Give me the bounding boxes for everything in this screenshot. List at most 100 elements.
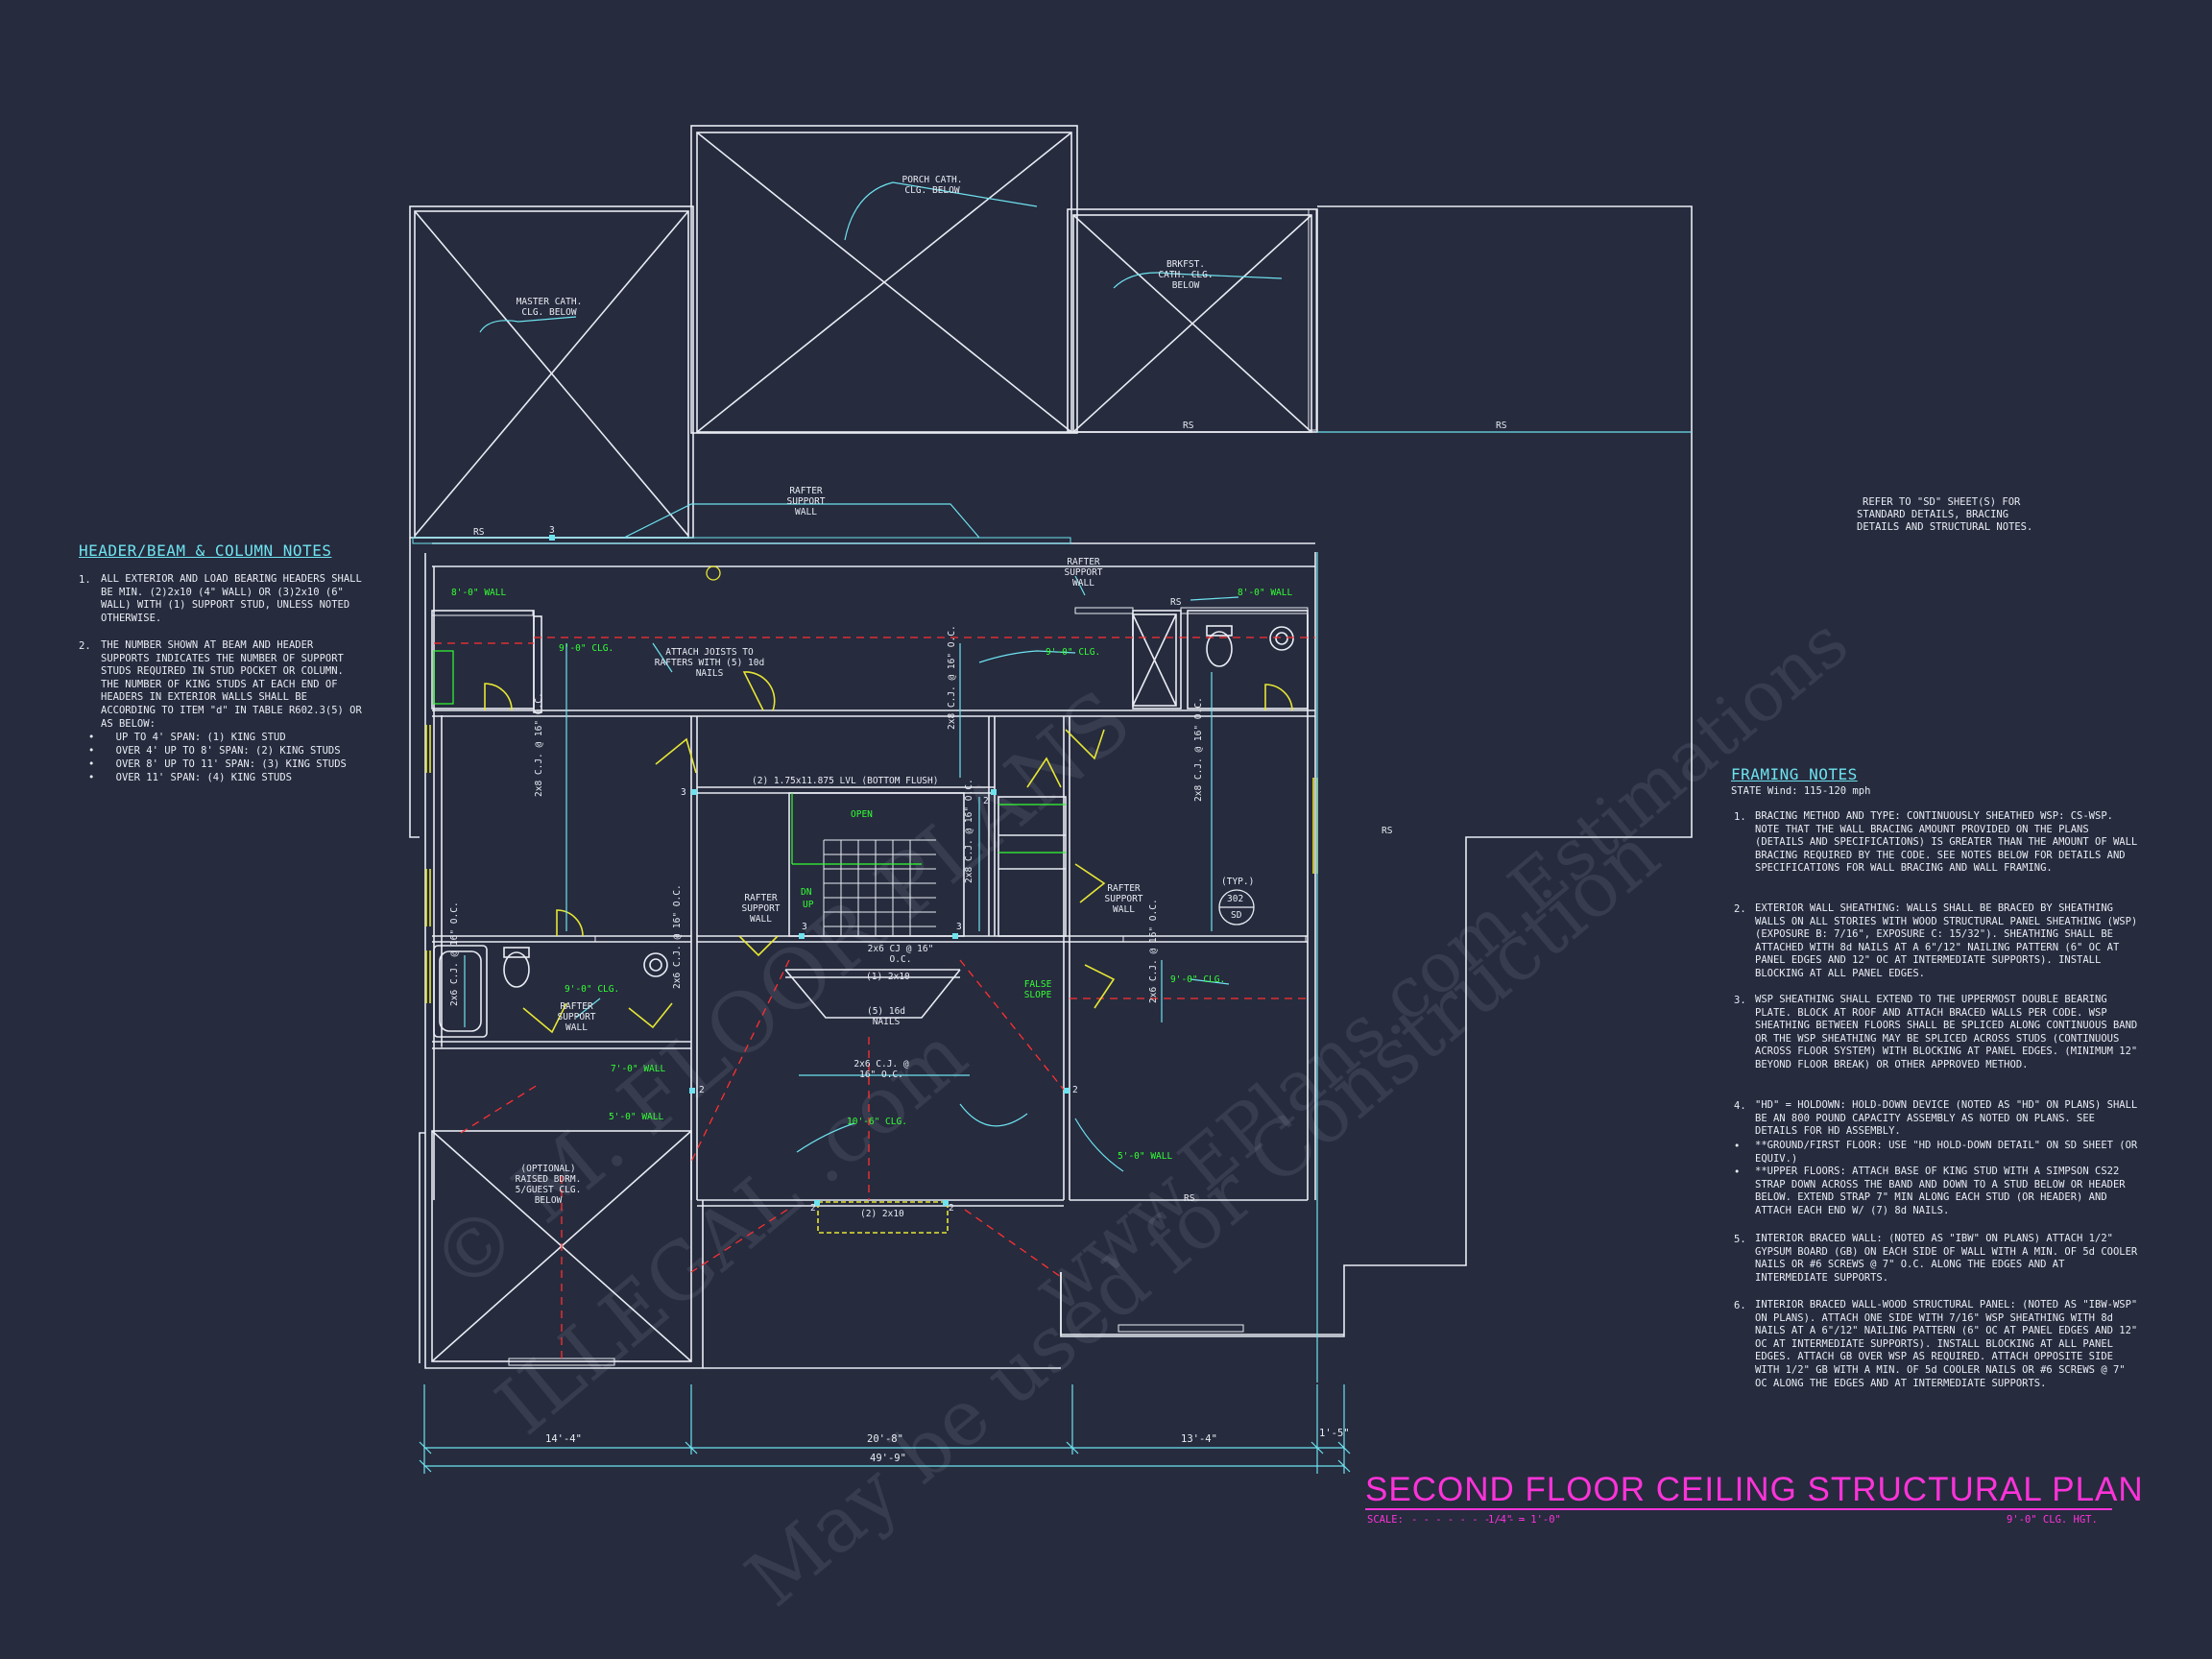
framing-notes-subtitle: STATE Wind: 115-120 mph bbox=[1731, 785, 1871, 797]
rs-label-4: RS bbox=[1170, 597, 1182, 608]
dim-total: 49'-9" bbox=[870, 1453, 906, 1464]
wall-5-left: 5'-0" WALL bbox=[609, 1112, 664, 1122]
plan-title: SECOND FLOOR CEILING STRUCTURAL PLAN bbox=[1365, 1471, 2144, 1508]
header-2-2x10: (2) 2x10 bbox=[860, 1209, 904, 1219]
stud-count-6: 2 bbox=[699, 1085, 705, 1095]
header-note-2-number: 2. bbox=[79, 640, 91, 652]
cj-label-laundry: 2x6 C.J. @ 16" O.C. bbox=[672, 884, 683, 989]
attach-joists-note: ATTACH JOISTS TO RAFTERS WITH (5) 10d NA… bbox=[654, 647, 765, 679]
stud-count-4: 3 bbox=[802, 922, 807, 932]
stair-up-label: UP bbox=[803, 900, 814, 910]
king-stud-bullet-4: • OVER 11' SPAN: (4) KING STUDS bbox=[88, 772, 292, 783]
wall-5-right: 5'-0" WALL bbox=[1118, 1151, 1173, 1162]
framing-item-4-text: "HD" = HOLDOWN: HOLD-DOWN DEVICE (NOTED … bbox=[1755, 1099, 2138, 1138]
clg-10-6: 10'-6" CLG. bbox=[847, 1117, 907, 1127]
clg-9-left: 9'-0" CLG. bbox=[559, 643, 614, 654]
lvl-beam-label: (2) 1.75x11.875 LVL (BOTTOM FLUSH) bbox=[752, 776, 939, 786]
brkfst-ceiling-label: BRKFST. CATH. CLG. BELOW bbox=[1158, 259, 1214, 291]
clg-9-bath-left: 9'-0" CLG. bbox=[565, 984, 620, 995]
framing-item-1-number: 1. bbox=[1734, 811, 1746, 823]
cj-label-stair-right: 2x8 C.J. @ 16" O.C. bbox=[964, 779, 974, 883]
framing-item-5-number: 5. bbox=[1734, 1234, 1746, 1245]
scale-label: SCALE: bbox=[1367, 1514, 1404, 1526]
header-note-1-number: 1. bbox=[79, 574, 91, 586]
cj-label-hall: 2x6 C.J. @ 16" O.C. bbox=[854, 1059, 909, 1080]
cj-label-bath-right: 2x6 C.J. @ 16" O.C. bbox=[1148, 899, 1159, 1003]
stud-count-8: 2 bbox=[810, 1203, 816, 1214]
section-number: 302 bbox=[1227, 894, 1244, 904]
wall-8-left: 8'-0" WALL bbox=[451, 588, 507, 598]
refer-note-line-2: STANDARD DETAILS, BRACING bbox=[1857, 509, 2009, 520]
rafter-support-wall-1: RAFTER SUPPORT WALL bbox=[786, 486, 826, 517]
wall-8-right: 8'-0" WALL bbox=[1238, 588, 1293, 598]
dim-segment-4: 1'-5" bbox=[1319, 1428, 1350, 1439]
cj-label-left: 2x8 C.J. @ 16" O.C. bbox=[534, 692, 544, 797]
rs-label-6: RS bbox=[1184, 1193, 1195, 1204]
stair-dn-label: DN bbox=[801, 887, 812, 898]
king-stud-bullet-2-text: OVER 4' UP TO 8' SPAN: (2) KING STUDS bbox=[115, 745, 341, 757]
king-stud-bullet-1-text: UP TO 4' SPAN: (1) KING STUD bbox=[115, 732, 286, 743]
section-typ-label: (TYP.) bbox=[1221, 877, 1255, 887]
header-note-2-text: THE NUMBER SHOWN AT BEAM AND HEADER SUPP… bbox=[101, 639, 362, 730]
master-ceiling-label: MASTER CATH. CLG. BELOW bbox=[516, 297, 583, 318]
stud-count-1: 3 bbox=[549, 525, 555, 536]
rs-label-1: RS bbox=[473, 527, 485, 538]
rafter-support-wall-3: RAFTER SUPPORT WALL bbox=[741, 893, 781, 925]
stud-count-3: 2 bbox=[983, 796, 989, 806]
framing-notes-title: FRAMING NOTES bbox=[1731, 765, 1858, 783]
framing-item-6-number: 6. bbox=[1734, 1300, 1746, 1311]
king-stud-bullet-4-text: OVER 11' SPAN: (4) KING STUDS bbox=[115, 772, 292, 783]
framing-item-3-number: 3. bbox=[1734, 995, 1746, 1006]
framing-item-4b-bullet: • bbox=[1734, 1166, 1741, 1178]
framing-item-2-text: EXTERIOR WALL SHEATHING: WALLS SHALL BE … bbox=[1755, 902, 2138, 979]
rs-label-5: RS bbox=[1382, 826, 1393, 836]
stud-count-2: 3 bbox=[681, 787, 686, 798]
dim-segment-1: 14'-4" bbox=[545, 1433, 582, 1445]
king-stud-bullet-3-text: OVER 8' UP TO 11' SPAN: (3) KING STUDS bbox=[115, 758, 347, 770]
scale-leader: - - - - - - - - - - bbox=[1411, 1514, 1527, 1526]
framing-item-5-text: INTERIOR BRACED WALL: (NOTED AS "IBW" ON… bbox=[1755, 1233, 2138, 1284]
scale-value: 1/4" = 1'-0" bbox=[1488, 1514, 1561, 1526]
guest-ceiling-label: (OPTIONAL) RAISED BDRM. 5/GUEST CLG. BEL… bbox=[515, 1164, 582, 1206]
framing-item-4a-text: **GROUND/FIRST FLOOR: USE "HD HOLD-DOWN … bbox=[1755, 1140, 2138, 1165]
king-stud-bullet-1: • UP TO 4' SPAN: (1) KING STUD bbox=[88, 732, 286, 743]
cj-label-center-top: 2x8 C.J. @ 16" O.C. bbox=[947, 625, 957, 730]
header-1-2x10: (1) 2x10 bbox=[866, 972, 910, 982]
framing-item-3-text: WSP SHEATHING SHALL EXTEND TO THE UPPERM… bbox=[1755, 994, 2138, 1070]
cj-label-small-1: 2x6 CJ @ 16" O.C. bbox=[867, 944, 934, 965]
rafter-support-wall-4: RAFTER SUPPORT WALL bbox=[1104, 883, 1143, 915]
framing-item-4-number: 4. bbox=[1734, 1100, 1746, 1112]
framing-item-6-text: INTERIOR BRACED WALL-WOOD STRUCTURAL PAN… bbox=[1755, 1299, 2138, 1389]
rafter-support-wall-5: RAFTER SUPPORT WALL bbox=[557, 1001, 596, 1033]
porch-ceiling-label: PORCH CATH. CLG. BELOW bbox=[902, 175, 963, 196]
dim-segment-2: 20'-8" bbox=[867, 1433, 903, 1445]
rs-label-2: RS bbox=[1183, 421, 1194, 431]
nails-5-16d: (5) 16d NAILS bbox=[866, 1006, 906, 1027]
framing-item-2-number: 2. bbox=[1734, 903, 1746, 915]
header-notes-title: HEADER/BEAM & COLUMN NOTES bbox=[79, 541, 332, 560]
clg-9-right: 9'-0" CLG. bbox=[1046, 647, 1101, 658]
king-stud-bullet-3: • OVER 8' UP TO 11' SPAN: (3) KING STUDS bbox=[88, 758, 347, 770]
dim-segment-3: 13'-4" bbox=[1181, 1433, 1217, 1445]
clg-9-bath-right: 9'-0" CLG. bbox=[1170, 974, 1226, 985]
framing-item-1-text: BRACING METHOD AND TYPE: CONTINUOUSLY SH… bbox=[1755, 810, 2138, 875]
rs-label-3: RS bbox=[1496, 421, 1507, 431]
false-slope-label: FALSE SLOPE bbox=[1023, 979, 1052, 1000]
refer-note-line-1: REFER TO "SD" SHEET(S) FOR bbox=[1863, 496, 2021, 508]
framing-item-4a-bullet: • bbox=[1734, 1141, 1741, 1152]
section-sheet: SD bbox=[1231, 910, 1242, 921]
stud-count-9: 2 bbox=[949, 1203, 954, 1214]
refer-note-line-3: DETAILS AND STRUCTURAL NOTES. bbox=[1857, 521, 2033, 533]
framing-item-4b-text: **UPPER FLOORS: ATTACH BASE OF KING STUD… bbox=[1755, 1166, 2126, 1216]
rafter-support-wall-2: RAFTER SUPPORT WALL bbox=[1064, 557, 1103, 589]
stud-count-7: 2 bbox=[1072, 1085, 1078, 1095]
cj-label-bath-left: 2x6 C.J. @ 16" O.C. bbox=[449, 902, 460, 1006]
wall-7: 7'-0" WALL bbox=[611, 1064, 666, 1074]
stud-count-5: 3 bbox=[956, 922, 962, 932]
cj-label-right: 2x8 C.J. @ 16" O.C. bbox=[1193, 697, 1204, 802]
stair-open-label: OPEN bbox=[851, 809, 873, 820]
ceiling-height: 9'-0" CLG. HGT. bbox=[2007, 1514, 2098, 1526]
king-stud-bullet-2: • OVER 4' UP TO 8' SPAN: (2) KING STUDS bbox=[88, 745, 341, 757]
